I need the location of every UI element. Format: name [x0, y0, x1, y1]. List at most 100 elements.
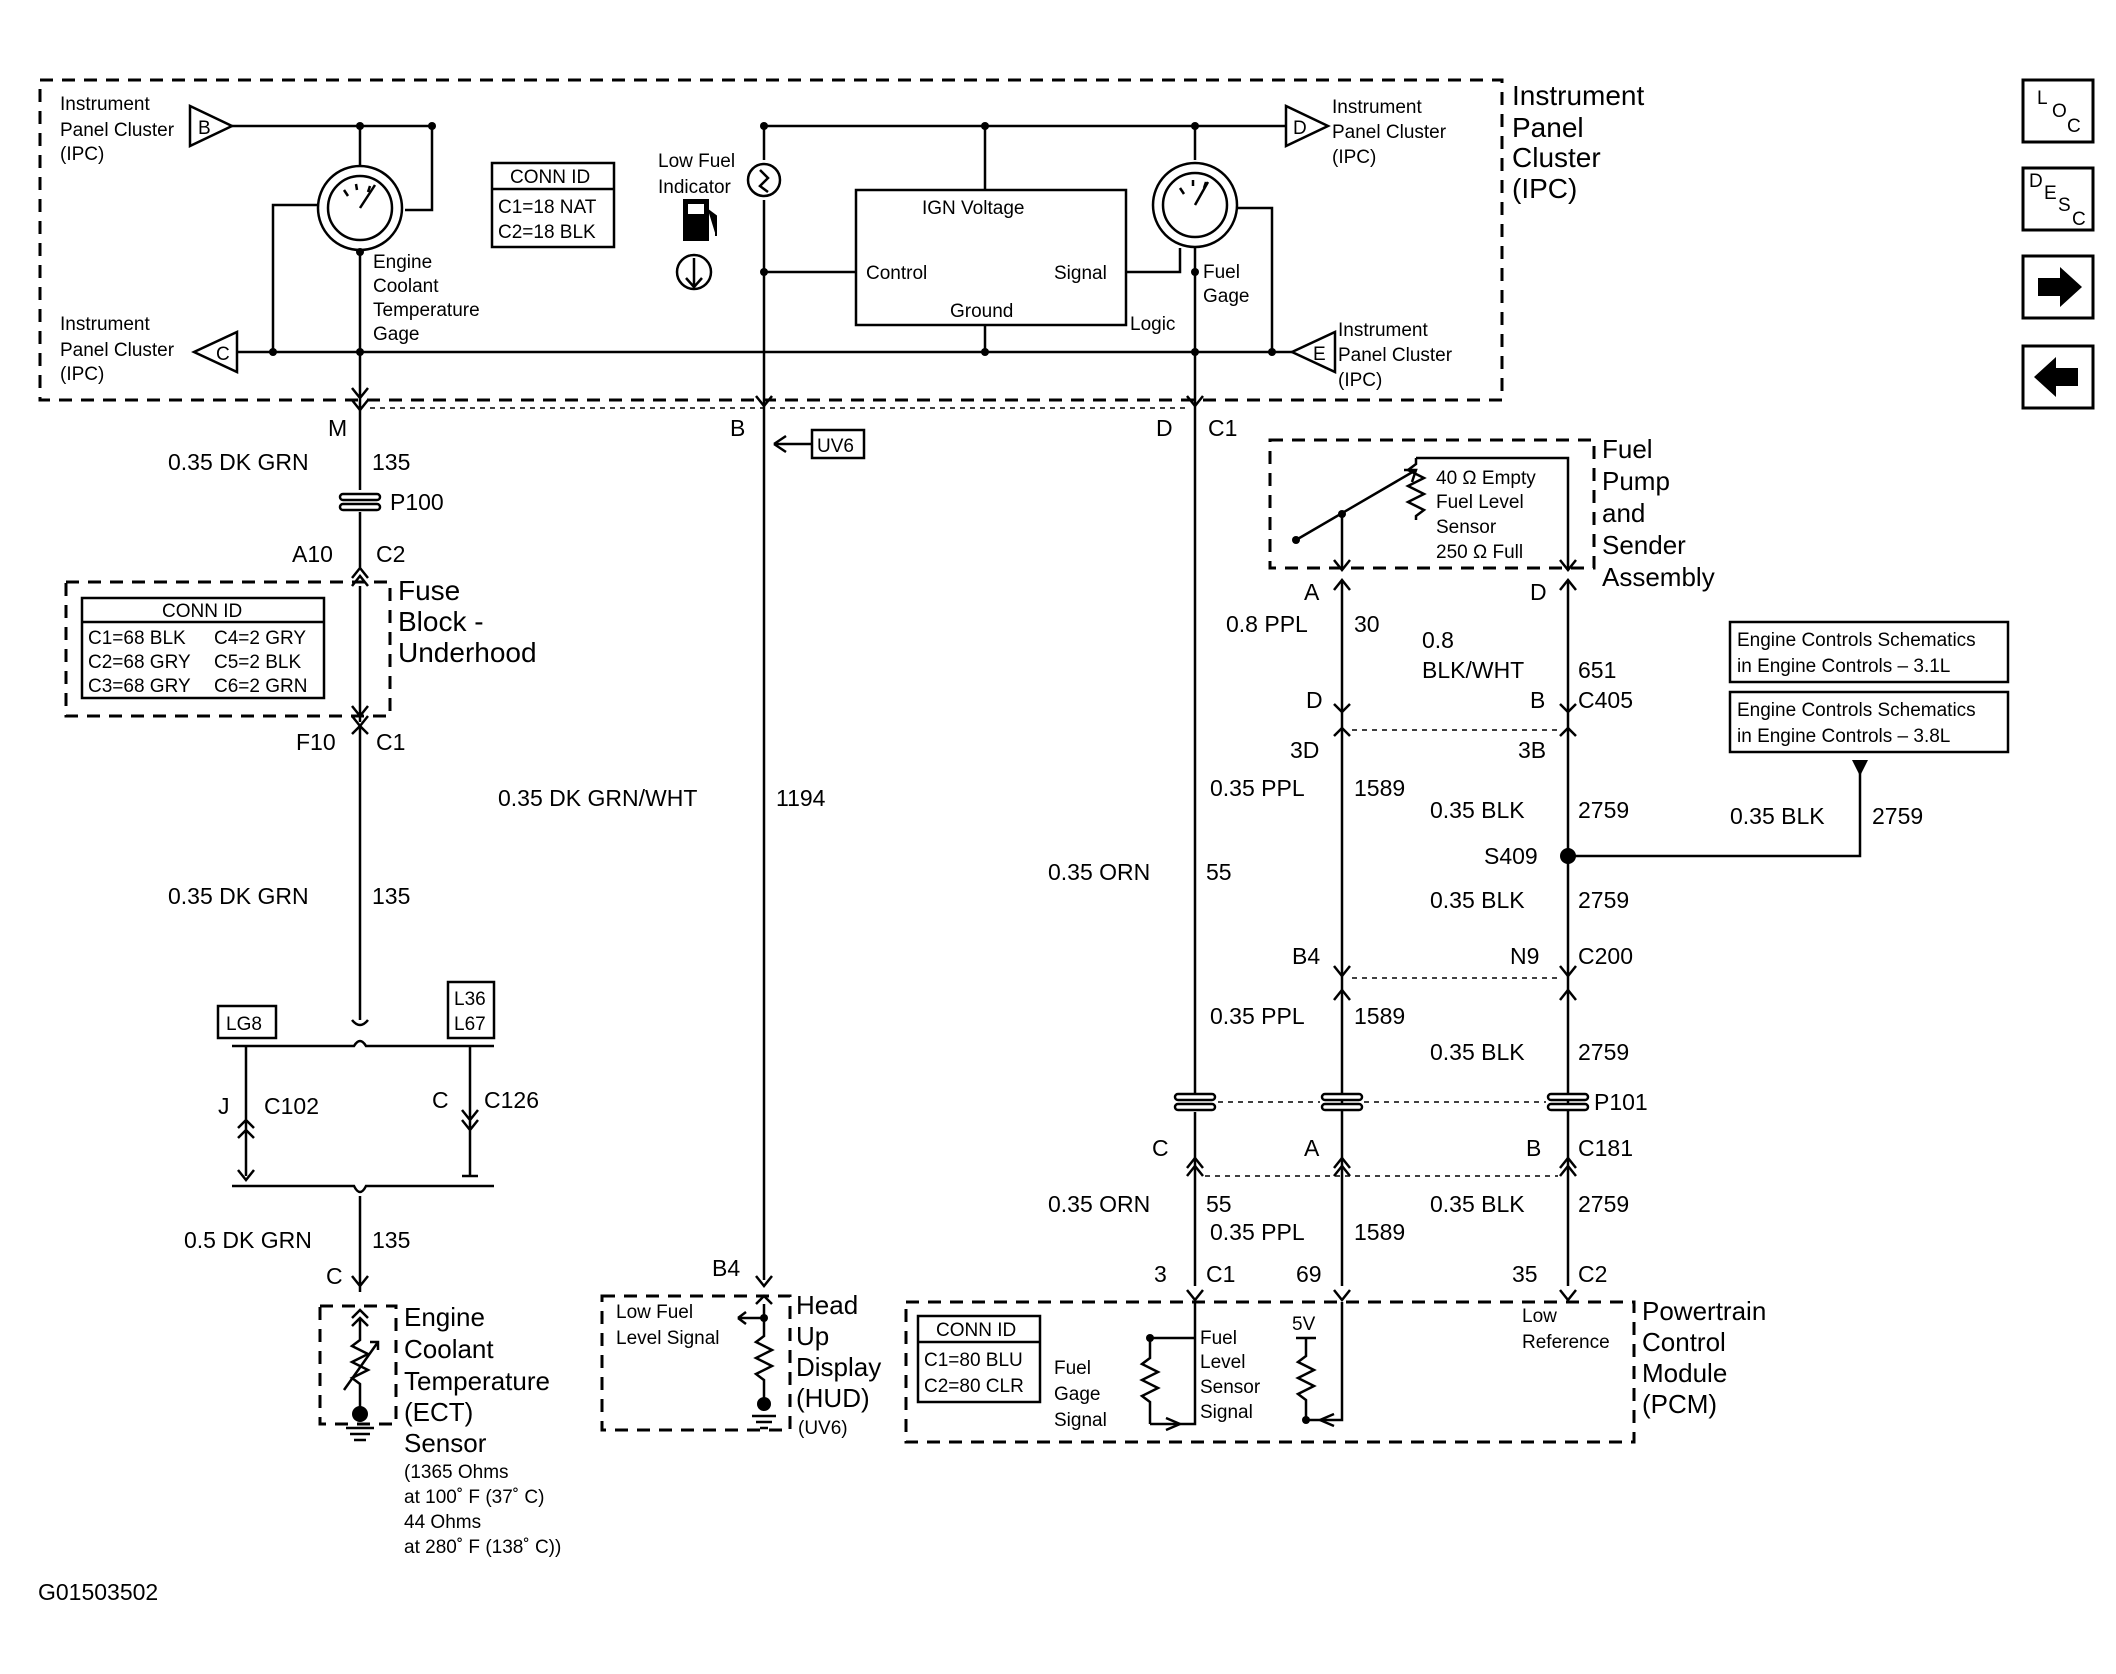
- ect-circuit: M 0.35 DK GRN 135 P100 A10 C2 Fuse Block…: [64, 410, 561, 1558]
- pin-35: 35: [1512, 1261, 1538, 1287]
- ipc-label-c: Instrument Panel Cluster (IPC): [60, 314, 179, 385]
- junction-dot: [1191, 268, 1199, 276]
- next-arrow-button[interactable]: [2021, 254, 2095, 320]
- circuit-number: 135: [372, 1227, 410, 1253]
- junction-dot: [428, 122, 436, 130]
- pin-3d: 3D: [1290, 737, 1319, 763]
- desc-button[interactable]: D E S C: [2021, 166, 2095, 232]
- left-arrow-icon: [2034, 357, 2078, 397]
- p101-connector-icon: [1320, 1102, 1364, 1112]
- circuit-number: 2759: [1872, 803, 1923, 829]
- circuit-number: 1589: [1354, 1219, 1405, 1245]
- fuse-block-label: Fuse Block - Underhood: [398, 575, 537, 668]
- pcm-5v-label: 5V: [1292, 1314, 1316, 1335]
- logic-label: Logic: [1130, 314, 1175, 335]
- junction-dot: [1292, 536, 1300, 544]
- pin-3: 3: [1154, 1261, 1167, 1287]
- c181-label: C181: [1578, 1135, 1633, 1161]
- fuse-conn-row: C4=2 GRY: [214, 628, 306, 649]
- wire-color-label: 0.35 PPL: [1210, 775, 1305, 801]
- signal-arrow: [1165, 1416, 1181, 1432]
- pcm-conn-row: C2=80 CLR: [924, 1376, 1024, 1397]
- pin-m: M: [328, 415, 347, 441]
- ign-logic-box: [854, 188, 1128, 327]
- pcm-low-reference: Low Reference: [1522, 1306, 1610, 1353]
- pin-d: D: [1306, 687, 1323, 713]
- fuel-circuits: D C1 Fuel Pump and Sender Assembly 40 Ω …: [904, 410, 2010, 1444]
- lg8-option-box: [216, 1004, 278, 1040]
- option-merge-bus: [232, 1184, 494, 1194]
- p101-connector-icon: [1546, 1102, 1590, 1112]
- fuse-conn-row: C6=2 GRN: [214, 676, 307, 697]
- option-bus: [232, 1039, 494, 1048]
- connector-d: [1186, 395, 1204, 409]
- ipc-section: Instrument Panel Cluster (IPC) Instrumen…: [38, 78, 1652, 413]
- fuel-level-wiper: [1295, 468, 1418, 542]
- fuel-gage-pullup-resistor-icon: [1139, 1338, 1161, 1424]
- wire-color-label: 0.35 BLK: [1430, 1039, 1525, 1065]
- fuse-conn-row: C3=68 GRY: [88, 676, 191, 697]
- ipc-conn-row: C1=18 NAT: [498, 197, 597, 218]
- ground-label: Ground: [950, 301, 1013, 322]
- right-arrow-icon: [2038, 267, 2082, 307]
- pin-b: B: [1530, 687, 1545, 713]
- pin-n9: N9: [1510, 943, 1539, 969]
- fuel-level-pullup-resistor-icon: [1295, 1338, 1317, 1420]
- pin-b4: B4: [712, 1255, 740, 1281]
- wire: [358, 126, 434, 212]
- ign-voltage-label: IGN Voltage: [922, 198, 1024, 219]
- ipc-label-e: Instrument Panel Cluster (IPC): [1338, 320, 1457, 391]
- pin-b: B: [730, 415, 745, 441]
- lg8-label: LG8: [226, 1014, 262, 1035]
- ipc-conn-id-box: [490, 161, 616, 249]
- circuit-number: 2759: [1578, 1039, 1629, 1065]
- prev-arrow-button[interactable]: [2021, 344, 2095, 410]
- ipc-terminal-c-label: C: [216, 344, 230, 365]
- wire-color-label: 0.8 BLK/WHT: [1422, 627, 1524, 683]
- hud-signal-label: Low Fuel Level Signal: [616, 1302, 720, 1349]
- ipc-terminal-b-label: B: [198, 118, 211, 139]
- pin-d: D: [1530, 579, 1547, 605]
- engine-ref-box-38[interactable]: [1728, 690, 2010, 754]
- ipc-title: Instrument Panel Cluster (IPC): [1512, 80, 1652, 204]
- pin-c: C: [326, 1263, 343, 1289]
- wire-color-label: 0.35 DK GRN/WHT: [498, 785, 697, 811]
- circuit-number: 2759: [1578, 1191, 1629, 1217]
- c200-connector: [1333, 965, 1577, 1001]
- led-arrow: [685, 258, 703, 289]
- hud-signal-arrow: [737, 1311, 764, 1325]
- fuel-gage-needle: [1178, 180, 1210, 206]
- wire-color-label: 0.5 DK GRN: [184, 1227, 312, 1253]
- pin-c: C: [1152, 1135, 1169, 1161]
- circuit-number: 135: [372, 449, 410, 475]
- loc-button[interactable]: L O C: [2021, 78, 2095, 144]
- ground-icon: [346, 1426, 374, 1442]
- ect-specs: (1365 Ohms at 100˚ F (37˚ C) 44 Ohms at …: [404, 1462, 561, 1558]
- fuse-conn-id-title: CONN ID: [162, 601, 242, 622]
- fuel-gage-dial: [1161, 171, 1229, 239]
- ipc-label-b: Instrument Panel Cluster (IPC): [60, 94, 179, 165]
- loc-l: L: [2037, 88, 2048, 109]
- ect-variable-arrow: [342, 1340, 380, 1391]
- wire-color-label: 0.35 ORN: [1048, 1191, 1150, 1217]
- pcm-connector: [1186, 1289, 1577, 1303]
- fuse-block-border: [64, 580, 392, 718]
- c126-label: C126: [484, 1087, 539, 1113]
- figure-code: G01503502: [38, 1579, 158, 1605]
- junction-dot: [356, 122, 364, 130]
- p100-label: P100: [390, 489, 444, 515]
- sender-pin-arrows: [1333, 559, 1577, 573]
- fuse-conn-id-box: [80, 596, 326, 700]
- engine-ref-31: Engine Controls Schematics in Engine Con…: [1737, 630, 1981, 677]
- ipc-conn-row: C2=18 BLK: [498, 222, 596, 243]
- wire: [1126, 248, 1182, 274]
- hud-resistor-icon: [753, 1294, 775, 1400]
- ground-dot: [352, 1406, 368, 1422]
- c181-connector: [1186, 1155, 1577, 1177]
- engine-ref-box-31[interactable]: [1728, 620, 2010, 684]
- s409-label: S409: [1484, 843, 1538, 869]
- ground-icon: [752, 1414, 776, 1430]
- wire-color-label: 0.35 BLK: [1730, 803, 1825, 829]
- junction-dot: [760, 268, 768, 276]
